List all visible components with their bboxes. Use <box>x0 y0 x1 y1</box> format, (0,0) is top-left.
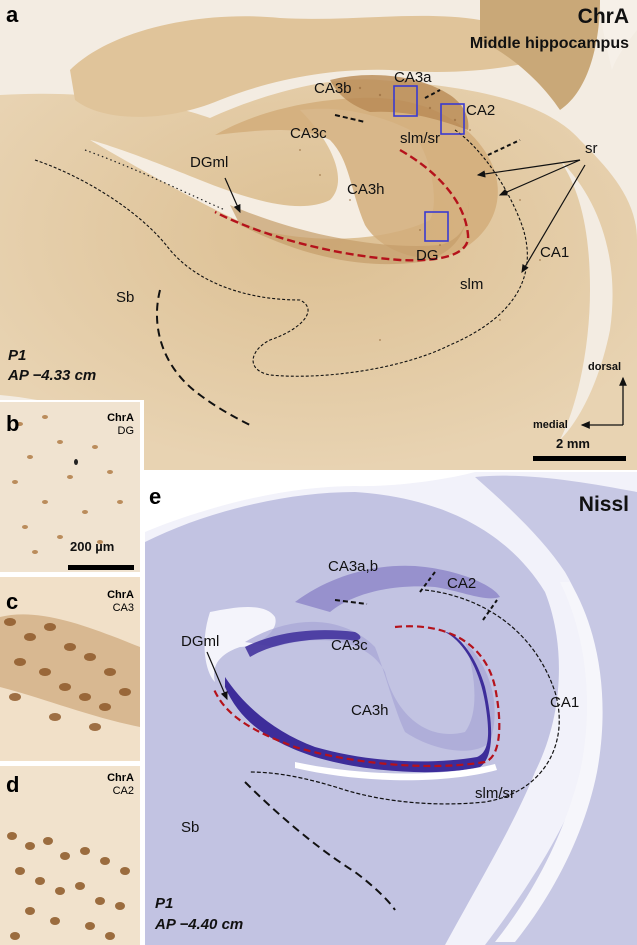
panel-d-cells <box>7 832 130 940</box>
box-ca2 <box>440 103 465 135</box>
panel-d-letter: d <box>6 772 20 797</box>
e-label-ca3h: CA3h <box>351 702 389 719</box>
label-slm-sr: slm/sr <box>400 130 440 147</box>
panel-e-dash-sb <box>244 781 396 911</box>
orientation-medial: medial <box>533 419 568 431</box>
panel-e-age: P1 <box>155 895 174 912</box>
label-ca2: CA2 <box>466 102 496 119</box>
e-label-ca3ab: CA3a,b <box>328 558 379 575</box>
panel-b-scale-bar <box>68 565 134 570</box>
label-dgml: DGml <box>190 154 229 171</box>
label-ca1: CA1 <box>540 244 570 261</box>
e-label-ca1: CA1 <box>550 694 580 711</box>
label-sr: sr <box>585 140 598 157</box>
panel-a-dash-sb <box>156 289 251 426</box>
panel-a-dg-dash <box>214 148 470 262</box>
panel-e-dg-band <box>225 632 492 773</box>
panel-e-dash-ca1 <box>249 589 560 805</box>
panel-e-stain: Nissl <box>578 493 629 516</box>
panel-d-title: ChrA CA2 <box>107 772 134 797</box>
panel-a-dark-edge <box>480 0 600 110</box>
panel-d-region: CA2 <box>112 784 134 797</box>
panel-a-scale-label: 2 mm <box>556 436 590 451</box>
label-slm: slm <box>460 276 484 293</box>
box-dg <box>424 211 449 242</box>
panel-e-dg-dash <box>211 625 501 768</box>
panel-a-scale-bar <box>533 456 626 461</box>
e-label-dgml: DGml <box>181 633 220 650</box>
panel-c-letter: c <box>6 589 19 614</box>
panel-b: b ChrA DG 200 µm <box>0 402 140 572</box>
label-sb: Sb <box>116 289 135 306</box>
panel-b-letter: b <box>6 411 20 436</box>
e-label-ca3c: CA3c <box>331 637 368 654</box>
panel-b-cells <box>12 415 123 554</box>
panel-a-subtitle: Middle hippocampus <box>469 35 629 52</box>
label-ca3b: CA3b <box>314 80 352 97</box>
panel-a-tissue-drawing <box>0 0 637 470</box>
e-label-sb: Sb <box>181 819 200 836</box>
panel-a-stain: ChrA <box>577 5 629 28</box>
label-ca3a: CA3a <box>394 69 432 86</box>
panel-e-tissue-drawing <box>145 472 637 945</box>
panel-d-stain: ChrA <box>107 772 134 784</box>
panel-c-title: ChrA CA3 <box>107 589 134 614</box>
panel-e-ap: AP −4.40 cm <box>155 916 244 933</box>
panel-b-region: DG <box>117 424 135 437</box>
panel-e-tissue <box>145 492 559 945</box>
label-ca3c: CA3c <box>290 125 327 142</box>
panel-a-age: P1 <box>8 347 27 364</box>
e-label-ca2: CA2 <box>447 575 477 592</box>
panel-c: c ChrA CA3 <box>0 577 140 761</box>
panel-a-ap: AP −4.33 cm <box>8 367 97 384</box>
label-ca3h: CA3h <box>347 181 385 198</box>
panel-c-region: CA3 <box>112 601 134 614</box>
panel-a-upper-lobe <box>70 15 540 117</box>
panel-a-letter: a <box>6 2 19 27</box>
panel-b-scale-label: 200 µm <box>70 539 115 554</box>
orientation-dorsal: dorsal <box>588 361 622 373</box>
panel-c-cells <box>0 614 140 731</box>
panel-c-stain: ChrA <box>107 589 134 601</box>
panel-b-stain: ChrA <box>107 412 134 424</box>
panel-e-right-lobe <box>475 475 637 945</box>
box-ca3 <box>393 85 418 117</box>
panel-d: d ChrA CA2 <box>0 766 140 945</box>
panel-e-letter: e <box>149 484 162 509</box>
panel-a-dash-outer <box>34 129 528 377</box>
e-label-slm-sr: slm/sr <box>475 785 515 802</box>
label-dg: DG <box>416 247 439 264</box>
panel-e: e Nissl CA3a,b CA2 DGml CA3c CA3h CA1 sl… <box>145 472 637 945</box>
panel-a: a ChrA Middle hippocampus CA3b CA3a CA2 … <box>0 0 637 470</box>
panel-a-ca3-field <box>215 97 498 259</box>
panel-b-title: ChrA DG <box>107 412 134 437</box>
